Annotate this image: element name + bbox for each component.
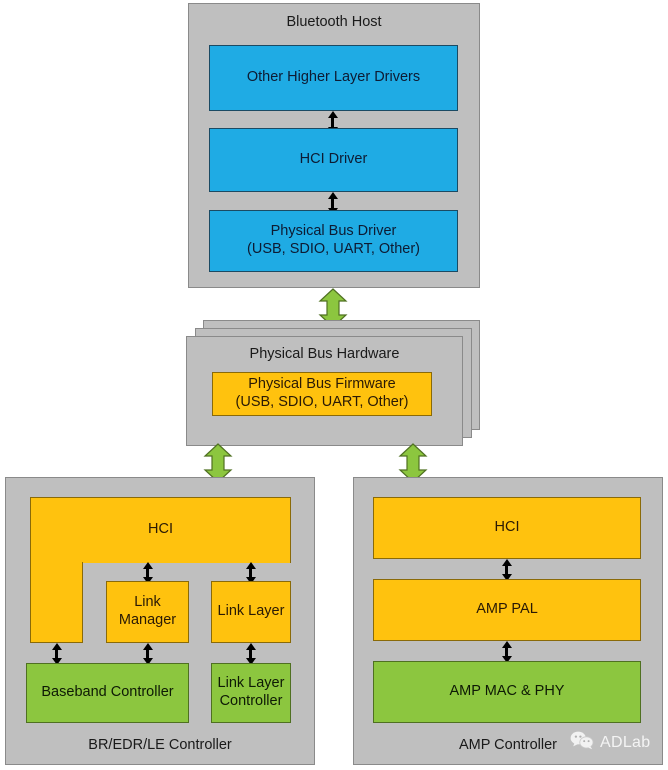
- block-hci-left-label: HCI: [148, 521, 173, 537]
- arrow-head-down: [501, 656, 512, 663]
- block-other-higher-layer-drivers: Other Higher Layer Drivers: [209, 45, 458, 111]
- wechat-icon: [570, 730, 594, 755]
- block-link-layer: Link Layer: [211, 581, 291, 643]
- arrow-head-down: [245, 658, 256, 665]
- adlab-watermark: ADLab: [570, 730, 650, 755]
- bus-hardware-title: Physical Bus Hardware: [249, 346, 400, 362]
- arrow-hci-to-amp-pal: [500, 559, 513, 581]
- block-link-manager: Link Manager: [106, 581, 189, 643]
- arrow-shaft: [505, 566, 508, 574]
- bredrle-controller-title: BR/EDR/LE Controller: [88, 737, 232, 753]
- arrow-head-down: [142, 577, 153, 584]
- arrow-shaft: [55, 650, 58, 658]
- arrow-head-up: [501, 641, 512, 648]
- arrow-head-up: [327, 192, 338, 199]
- arrow-head-up: [327, 111, 338, 118]
- arrow-shaft: [331, 118, 334, 127]
- amp-controller-title: AMP Controller: [458, 737, 558, 753]
- block-amp-mac-and-phy: AMP MAC & PHY: [373, 661, 641, 723]
- arrow-link-manager-to-baseband-controller: [141, 643, 154, 665]
- arrow-hci-to-baseband-controller: [50, 643, 63, 665]
- arrow-shaft: [249, 569, 252, 577]
- arrow-head-down: [142, 658, 153, 665]
- block-physical-bus-firmware: Physical Bus Firmware (USB, SDIO, UART, …: [212, 372, 432, 416]
- arrow-head-up: [245, 643, 256, 650]
- block-physical-bus-driver: Physical Bus Driver (USB, SDIO, UART, Ot…: [209, 210, 458, 272]
- arrow-shaft: [249, 650, 252, 658]
- bluetooth-host-title: Bluetooth Host: [286, 14, 382, 30]
- arrow-head-up: [51, 643, 62, 650]
- arrow-head-up: [245, 562, 256, 569]
- block-baseband-controller: Baseband Controller: [26, 663, 189, 723]
- arrow-head-up: [501, 559, 512, 566]
- arrow-hci-to-link-layer: [244, 562, 257, 584]
- arrow-link-layer-to-link-layer-controller: [244, 643, 257, 665]
- arrow-amp-pal-to-amp-mac-phy: [500, 641, 513, 663]
- arrow-head-up: [142, 562, 153, 569]
- hci-l-seam: [31, 559, 82, 566]
- arrow-head-down: [501, 574, 512, 581]
- block-amp-pal: AMP PAL: [373, 579, 641, 641]
- block-link-layer-controller: Link Layer Controller: [211, 663, 291, 723]
- arrow-hci-to-link-manager: [141, 562, 154, 584]
- block-hci-left-controller-arm: [30, 562, 83, 643]
- arrow-head-up: [142, 643, 153, 650]
- block-hci-left-controller: HCI: [30, 497, 291, 563]
- block-hci-driver: HCI Driver: [209, 128, 458, 192]
- block-hci-right-controller: HCI: [373, 497, 641, 559]
- arrow-shaft: [505, 648, 508, 656]
- arrow-shaft: [146, 650, 149, 658]
- arrow-head-down: [51, 658, 62, 665]
- arrow-shaft: [331, 199, 334, 208]
- watermark-label: ADLab: [600, 733, 651, 751]
- arrow-shaft: [146, 569, 149, 577]
- arrow-head-down: [245, 577, 256, 584]
